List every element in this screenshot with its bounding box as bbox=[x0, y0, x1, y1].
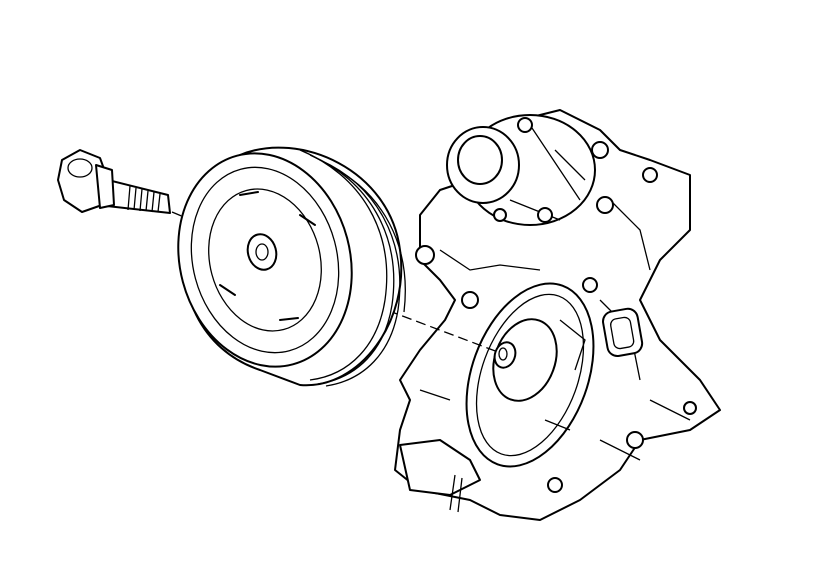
water-pump bbox=[446, 114, 596, 226]
crankshaft-balancer-bolt bbox=[57, 149, 171, 214]
crankshaft-balancer bbox=[177, 146, 406, 387]
crankshaft-front-seal bbox=[465, 282, 595, 468]
